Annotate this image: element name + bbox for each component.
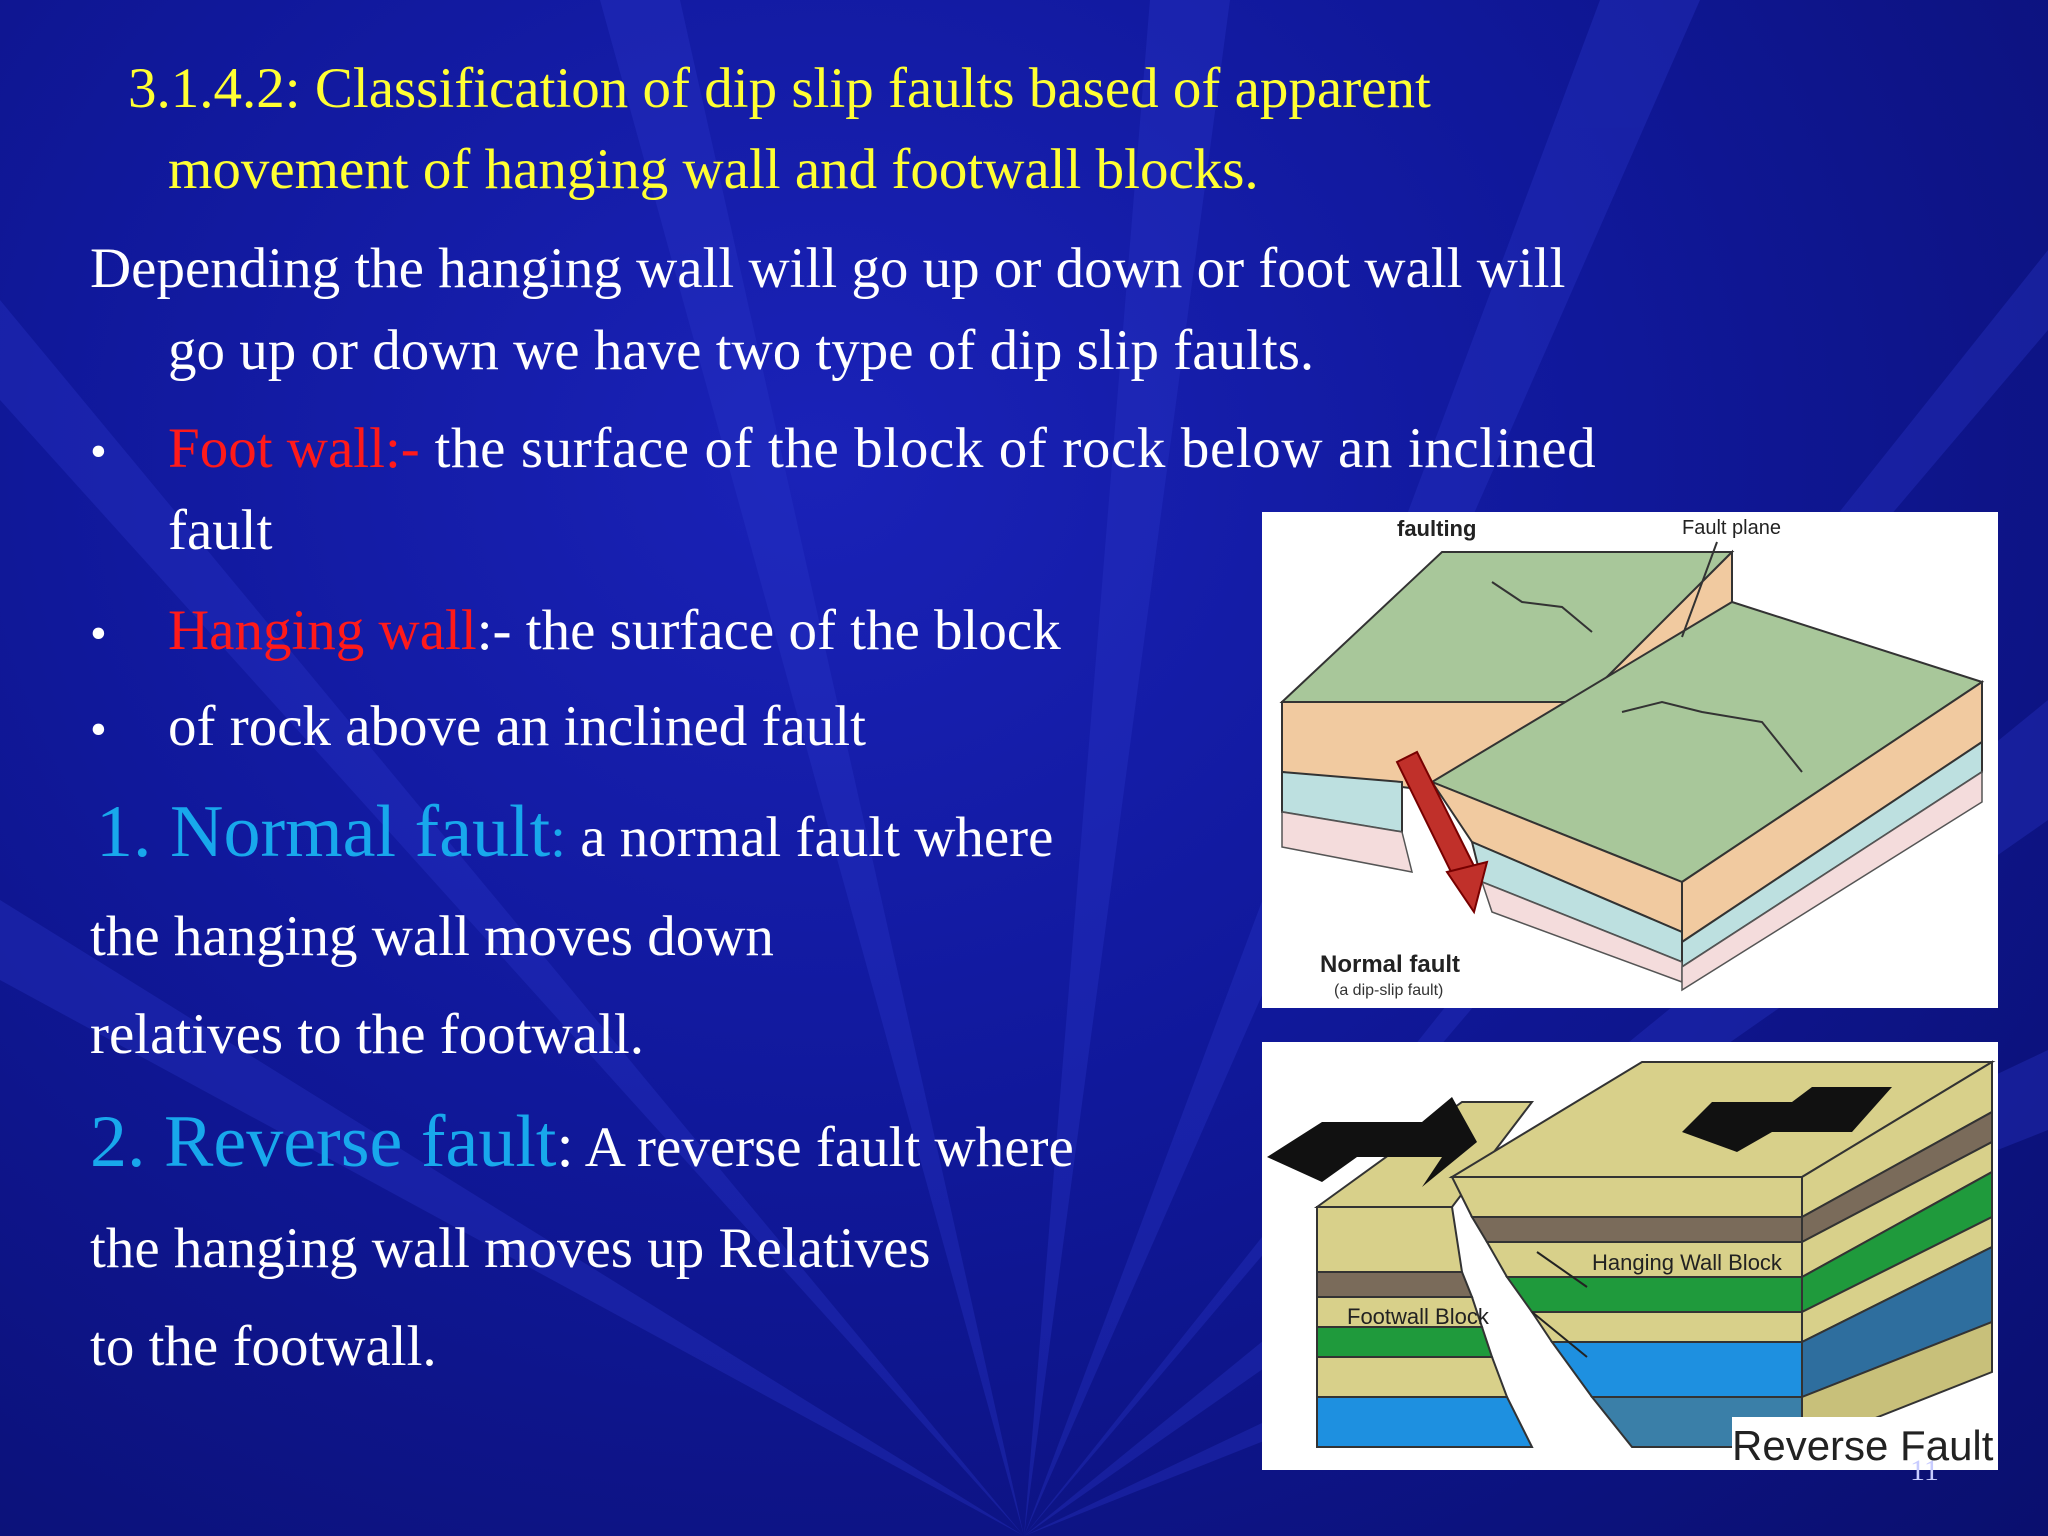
bullet-hanging-wall: Hanging wall:- the surface of the block bbox=[168, 598, 1061, 663]
reverse-fault-name-label: Reverse Fault bbox=[1732, 1422, 1994, 1469]
reverse-fault-label-bg bbox=[1732, 1417, 1994, 1469]
reverse-fault-line-1: 2. Reverse fault: A reverse fault where bbox=[90, 1100, 1074, 1185]
bullet-text: the surface of the block bbox=[511, 599, 1061, 662]
bullet-foot-wall-continued: fault bbox=[168, 499, 273, 562]
term-separator: :- bbox=[476, 599, 512, 662]
heading-line-2: movement of hanging wall and footwall bl… bbox=[168, 138, 1259, 201]
bullet-dot: • bbox=[90, 607, 107, 660]
reverse-fault-line-3: to the footwall. bbox=[90, 1315, 437, 1378]
normal-fault-line-2: the hanging wall moves down bbox=[90, 905, 774, 968]
bullet-text: the surface of the block of rock below a… bbox=[419, 417, 1597, 480]
footwall-block-label: Footwall Block bbox=[1347, 1304, 1490, 1329]
normal-fault-title: 1. Normal fault bbox=[96, 791, 551, 873]
reverse-fault-text: A reverse fault where bbox=[573, 1116, 1074, 1179]
term-foot-wall: Foot wall bbox=[168, 417, 385, 480]
reverse-fault-figure: Hanging Wall Block Footwall Block Revers… bbox=[1262, 1042, 1998, 1470]
reverse-fault-line-2: the hanging wall moves up Relatives bbox=[90, 1217, 931, 1280]
normal-fault-name-label: Normal fault bbox=[1320, 951, 1460, 978]
intro-line-2: go up or down we have two type of dip sl… bbox=[168, 319, 1315, 382]
normal-fault-line-3: relatives to the footwall. bbox=[90, 1003, 644, 1066]
normal-fault-sub-label: (a dip-slip fault) bbox=[1334, 982, 1443, 999]
heading-line-1: 3.1.4.2: Classification of dip slip faul… bbox=[128, 57, 1431, 120]
reverse-fault-colon: : bbox=[556, 1112, 574, 1180]
term-hanging-wall: Hanging wall bbox=[168, 599, 477, 662]
page-number: 11 bbox=[1910, 1454, 1939, 1487]
normal-fault-text: a normal fault where bbox=[566, 806, 1054, 869]
fault-plane-label: Fault plane bbox=[1682, 517, 1781, 539]
reverse-fault-title: 2. Reverse fault bbox=[90, 1101, 557, 1183]
normal-fault-top-label: faulting bbox=[1397, 516, 1476, 541]
normal-fault-line-1: 1. Normal fault: a normal fault where bbox=[96, 790, 1053, 875]
bullet-above-text: of rock above an inclined fault bbox=[168, 695, 866, 758]
hanging-wall-block-label: Hanging Wall Block bbox=[1592, 1250, 1783, 1275]
bullet-dot: • bbox=[90, 425, 107, 478]
bullet-dot: • bbox=[90, 703, 107, 756]
normal-fault-colon: : bbox=[550, 806, 566, 869]
intro-line-1: Depending the hanging wall will go up or… bbox=[90, 237, 1566, 300]
term-separator: :- bbox=[384, 417, 420, 480]
bullet-foot-wall: Foot wall:- the surface of the block of … bbox=[168, 416, 1596, 481]
normal-fault-figure: faulting Fault plane Normal fault (a dip… bbox=[1262, 512, 1998, 1008]
